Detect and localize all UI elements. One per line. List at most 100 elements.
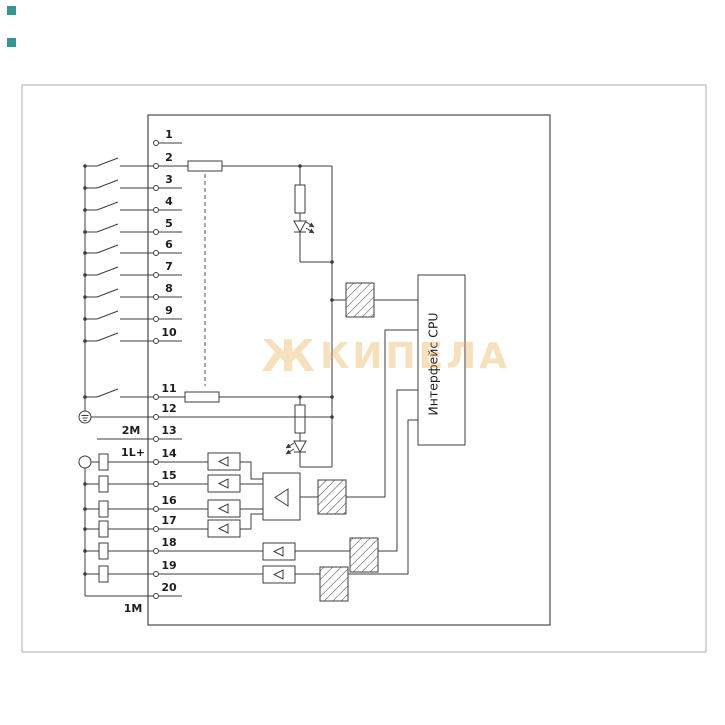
- terminal-number-18: 18: [161, 536, 176, 549]
- indicator-led-2: [293, 440, 307, 454]
- led-arrow: [285, 442, 295, 449]
- input-switches: [85, 157, 154, 398]
- driver-triangle-icon: [217, 503, 229, 514]
- driver-triangle-icon: [272, 569, 284, 580]
- terminal-number-16: 16: [161, 494, 177, 507]
- output-load-19: [85, 565, 154, 583]
- junction-dots-ch2: [298, 395, 334, 419]
- terminal-circle-12: [153, 414, 159, 420]
- cpu-interface-label: Интерфейс CPU: [426, 312, 441, 415]
- terminal-number-17: 17: [161, 514, 176, 527]
- terminal-number-2: 2: [165, 151, 173, 164]
- ground-symbol-m: [78, 410, 154, 424]
- terminal-numbers: 1 2 3 4 5 6 7 8 9 10 11 12 13 14 15 16 1…: [161, 128, 177, 594]
- input-resistor-1: [187, 160, 223, 172]
- label-1l-plus: 1L+: [121, 446, 145, 459]
- driver-triangle-icon: [217, 456, 229, 467]
- cpu-interface-box: [417, 274, 466, 446]
- driver-triangle-icon: [217, 478, 229, 489]
- input-switch-5: [85, 223, 154, 233]
- bus-junction-dots-inputs: [83, 164, 87, 399]
- load-resistor-14: [98, 453, 109, 471]
- terminal-circle-9: [153, 316, 159, 322]
- indicator-resistor-2: [294, 404, 306, 434]
- terminal-circle-4: [153, 207, 159, 213]
- terminal-circle-6: [153, 250, 159, 256]
- input-switch-3: [85, 179, 154, 189]
- input-switch-4: [85, 201, 154, 211]
- terminal-number-10: 10: [161, 326, 177, 339]
- terminal-circle-10: [153, 338, 159, 344]
- junction-dots-ch1: [298, 164, 334, 302]
- input-switch-8: [85, 288, 154, 298]
- output-channels-circuit: [159, 329, 418, 584]
- figure-border: [21, 84, 707, 653]
- terminal-circle-18: [153, 548, 159, 554]
- input-switch-9: [85, 310, 154, 320]
- input-switch-11: [85, 388, 154, 398]
- terminal-number-6: 6: [165, 238, 173, 251]
- terminal-number-15: 15: [161, 469, 176, 482]
- terminal-number-7: 7: [165, 260, 173, 273]
- optocoupler-output-19: [319, 566, 349, 602]
- terminal-number-5: 5: [165, 217, 173, 230]
- label-2m: 2M: [122, 424, 141, 437]
- output-load-17: [85, 520, 154, 538]
- terminal-circle-19: [153, 571, 159, 577]
- terminal-number-8: 8: [165, 282, 173, 295]
- amplifier-triangle-icon: [274, 488, 289, 507]
- module-outline: [147, 114, 551, 626]
- input-switch-6: [85, 244, 154, 254]
- terminal-number-11: 11: [161, 382, 176, 395]
- terminal-circle-7: [153, 272, 159, 278]
- terminal-number-3: 3: [165, 173, 173, 186]
- terminal-circle-3: [153, 185, 159, 191]
- input-channel-2-circuit: [159, 391, 332, 468]
- terminal-circle-1: [153, 140, 159, 146]
- output-supply-bus: [84, 468, 154, 597]
- supply-symbol-1l: [78, 453, 154, 471]
- terminal-points: [153, 140, 159, 599]
- led-arrow: [305, 221, 315, 228]
- terminal-number-13: 13: [161, 424, 176, 437]
- output-load-18: [85, 542, 154, 560]
- driver-triangle-icon: [272, 546, 284, 557]
- led-arrow: [285, 448, 295, 455]
- output-load-15: [85, 475, 154, 493]
- indicator-led-1: [293, 220, 307, 234]
- label-1m: 1M: [124, 602, 143, 615]
- terminal-circle-15: [153, 481, 159, 487]
- terminal-number-20: 20: [161, 581, 177, 594]
- corner-mark-bottom: [7, 38, 16, 47]
- terminal-circle-2: [153, 163, 159, 169]
- watermark-text: КИПЕЛА: [320, 336, 510, 377]
- optocoupler-output-group: [317, 479, 347, 515]
- terminal-number-9: 9: [165, 304, 173, 317]
- terminal-circle-11: [153, 394, 159, 400]
- input-resistor-2: [184, 391, 220, 403]
- output-load-16: [85, 500, 154, 518]
- terminal-circle-5: [153, 229, 159, 235]
- terminal-circle-16: [153, 506, 159, 512]
- optocoupler-output-18: [349, 537, 379, 573]
- input-switch-2: [85, 157, 154, 167]
- corner-mark-top: [7, 6, 16, 15]
- terminal-circle-13: [153, 436, 159, 442]
- indicator-resistor-1: [294, 184, 306, 214]
- terminal-number-1: 1: [165, 128, 173, 141]
- terminal-number-12: 12: [161, 402, 176, 415]
- terminal-circle-8: [153, 294, 159, 300]
- driver-triangle-icon: [217, 523, 229, 534]
- input-channel-1-circuit: [159, 160, 346, 467]
- terminal-stubs: [159, 142, 182, 597]
- led-arrow: [305, 227, 315, 234]
- watermark-logo-icon: Ж: [261, 331, 315, 382]
- terminal-circle-14: [153, 459, 159, 465]
- input-switch-7: [85, 266, 154, 276]
- terminal-circle-17: [153, 526, 159, 532]
- watermark: Ж КИПЕЛА: [261, 331, 510, 382]
- terminal-circle-20: [153, 593, 159, 599]
- terminal-number-19: 19: [161, 559, 176, 572]
